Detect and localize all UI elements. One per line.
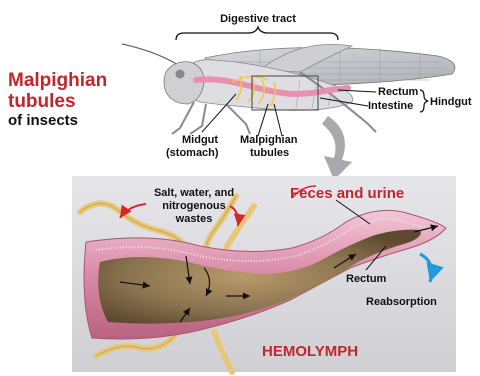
- hindgut-bracket: [420, 90, 428, 112]
- reabsorption-label: Reabsorption: [366, 296, 437, 308]
- intestine-label: Intestine: [368, 100, 413, 112]
- rectum-label-closeup: Rectum: [346, 273, 387, 285]
- malpighian-label-line2: tubules: [250, 147, 289, 159]
- hemolymph-label: HEMOLYMPH: [262, 343, 358, 360]
- salt-label-line3: wastes: [175, 213, 213, 225]
- stomach-label: (stomach): [166, 147, 219, 159]
- eye: [176, 70, 185, 79]
- zoom-arrow: [322, 116, 352, 180]
- digestive-tract-label: Digestive tract: [220, 13, 296, 25]
- salt-label-line1: Salt, water, and: [154, 187, 234, 199]
- rectum-label-top: Rectum: [378, 86, 419, 98]
- feces-urine-label: Feces and urine: [290, 185, 404, 202]
- malpighian-label-line1: Malpighian: [240, 134, 298, 146]
- digestive-tract-bracket: [176, 27, 338, 40]
- hindgut-label: Hindgut: [430, 96, 472, 108]
- midgut-label: Midgut: [182, 134, 218, 146]
- salt-label-line2: nitrogenous: [162, 200, 226, 212]
- head: [164, 62, 204, 104]
